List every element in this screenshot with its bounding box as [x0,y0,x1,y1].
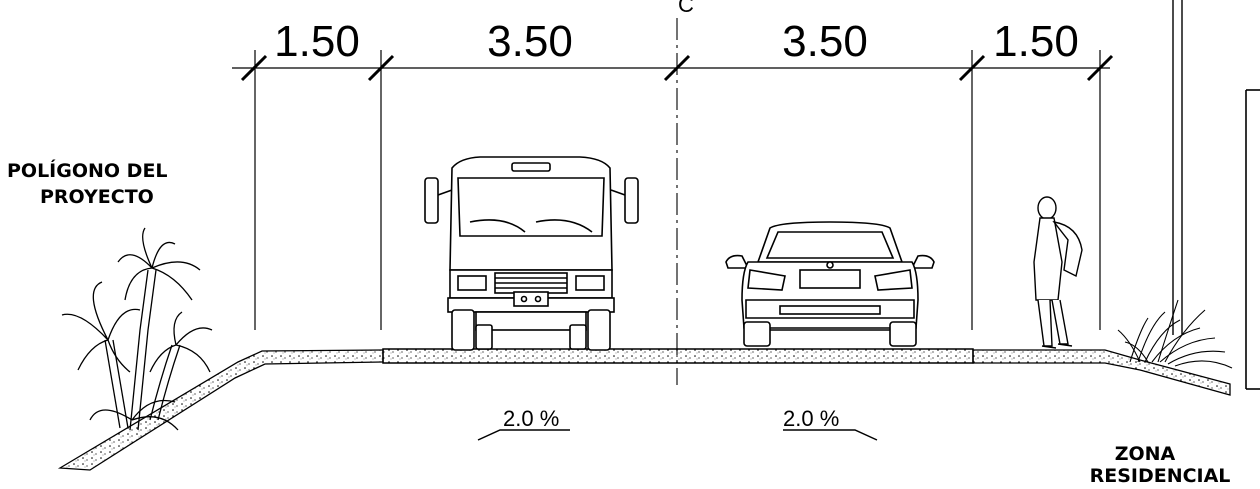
slope-left: 2.0 % [477,406,570,441]
dimension-label-lane-right: 3.50 [782,17,868,66]
pole-icon [1172,0,1183,335]
zone-label-right-line2: RESIDENCIAL [1090,465,1231,487]
zone-label-left-line2: PROYECTO [40,186,154,208]
dimension-label-sidewalk-left: 1.50 [274,17,360,66]
slope-label-right: 2.0 % [783,406,839,431]
road-section [57,348,1231,471]
pavement-slab [382,348,974,364]
shrub-icon [1117,299,1233,369]
slope-label-left: 2.0 % [503,406,559,431]
zone-label-right-line1: ZONA [1115,443,1176,465]
truck-icon [424,156,639,351]
slope-right: 2.0 % [783,406,878,441]
wall-icon [1245,89,1260,390]
dimension-chain: 1.50 3.50 3.50 1.50 [232,17,1114,330]
dimension-label-sidewalk-right: 1.50 [993,17,1079,66]
centerline: C [676,0,694,385]
slope-arrow-right [783,429,878,441]
pedestrian-icon [1033,196,1083,349]
extension-lines [254,50,1101,330]
car-icon [725,221,935,347]
zone-label-left-line1: POLÍGONO DEL [7,159,168,182]
dimension-tick [240,54,268,82]
slope-arrow-left [477,429,570,441]
dimension-label-lane-left: 3.50 [487,17,573,66]
centerline-label: C [678,0,694,17]
palm-tree-icon [61,227,213,431]
right-embankment [972,349,1231,396]
